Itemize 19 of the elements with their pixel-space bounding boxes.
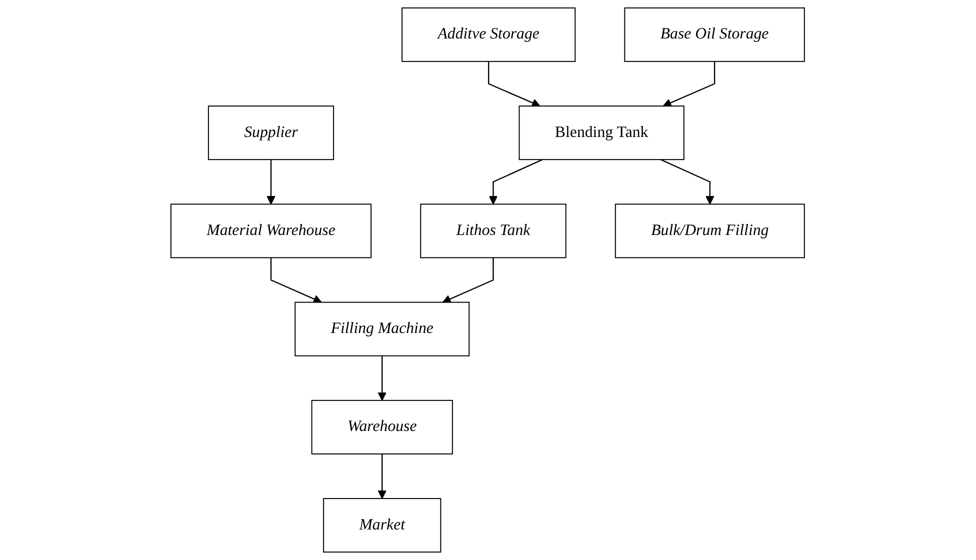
node-box: Warehouse bbox=[312, 400, 454, 454]
arrow bbox=[270, 258, 322, 304]
arrow bbox=[378, 356, 387, 401]
node-box: Material Warehouse bbox=[170, 204, 372, 258]
arrow bbox=[663, 61, 716, 107]
arrow bbox=[489, 159, 544, 205]
node-box: Supplier bbox=[208, 106, 334, 160]
arrow bbox=[442, 258, 494, 304]
node-box: Base Oil Storage bbox=[624, 7, 806, 62]
node-box: Lithos Tank bbox=[420, 204, 567, 258]
node-box: Filling Machine bbox=[294, 302, 470, 356]
node-box: Bulk/Drum Filling bbox=[615, 204, 806, 258]
node-box: Market bbox=[323, 498, 442, 553]
node-box: Blending Tank bbox=[519, 106, 685, 160]
arrow bbox=[266, 160, 276, 205]
arrow bbox=[660, 159, 715, 205]
arrow bbox=[378, 454, 387, 499]
arrow bbox=[488, 61, 541, 107]
node-box: Additve Storage bbox=[402, 7, 576, 62]
